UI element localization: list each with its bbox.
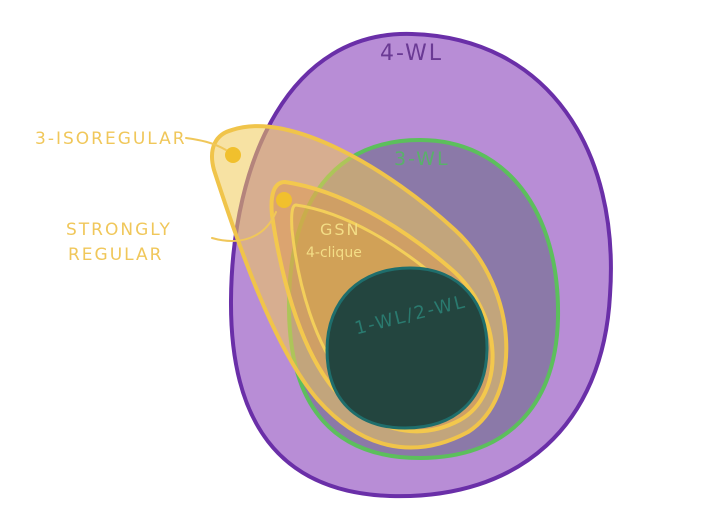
four-wl-label: 4-WL	[380, 41, 443, 66]
three-wl-label: 3-WL	[394, 148, 450, 170]
strongly-regular-pointer	[211, 211, 277, 242]
one-two-wl-region	[325, 266, 489, 430]
four-clique-label: 4-clique	[306, 245, 362, 261]
strongly-regular-dot	[276, 192, 292, 208]
strongly-label-line2: REGULAR	[68, 245, 163, 265]
three-isoregular-label: 3-ISOREGULAR	[35, 129, 187, 149]
three-isoregular-dot	[225, 147, 241, 163]
strongly-label-line1: STRONGLY	[66, 220, 172, 240]
gsn-label: GSN	[320, 220, 361, 239]
three-isoregular-pointer	[185, 137, 227, 151]
